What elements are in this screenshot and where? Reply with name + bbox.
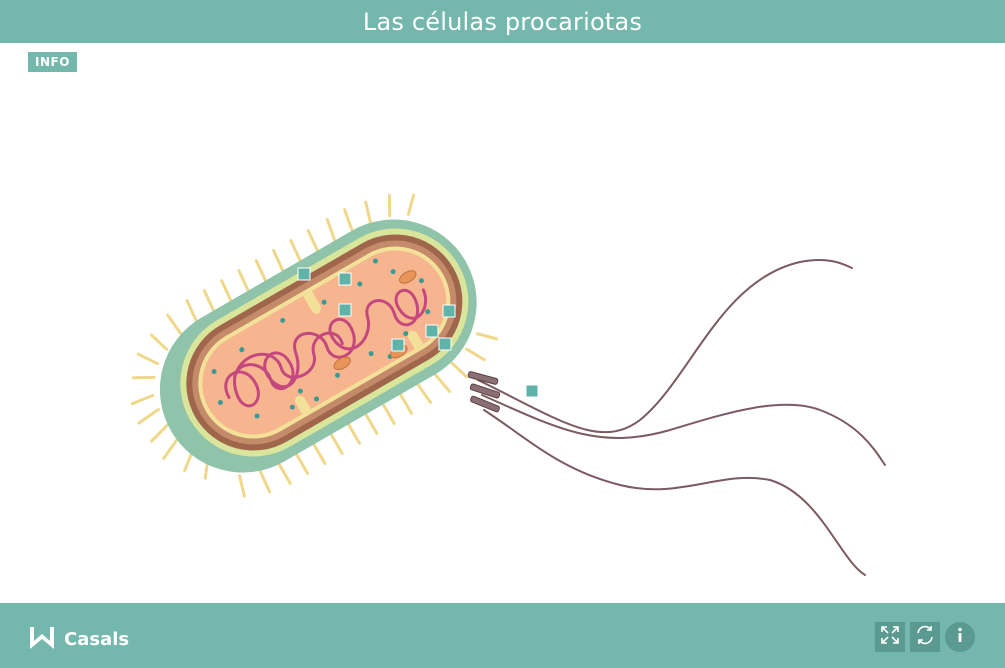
hotspots xyxy=(297,267,539,398)
hotspot-membrane[interactable] xyxy=(442,304,456,318)
expand-arrows-icon xyxy=(880,625,900,650)
ribosomes xyxy=(211,258,431,419)
hotspot-inclusion[interactable] xyxy=(438,337,452,351)
pili xyxy=(130,193,499,498)
illustration-stage xyxy=(0,43,1005,603)
info-tag-button[interactable]: INFO xyxy=(28,52,77,72)
reset-button[interactable] xyxy=(910,622,940,652)
flagella xyxy=(477,258,886,576)
bacterium-illustration xyxy=(130,193,886,576)
control-buttons xyxy=(875,622,975,652)
info-icon xyxy=(950,625,970,650)
hotspot-ribosome[interactable] xyxy=(425,324,439,338)
refresh-icon xyxy=(914,624,936,651)
hotspot-cytoplasm[interactable] xyxy=(391,338,405,352)
hotspot-cell-wall[interactable] xyxy=(338,272,352,286)
brand: Casals xyxy=(28,623,129,656)
hotspot-flagellum[interactable] xyxy=(525,384,539,398)
fullscreen-button[interactable] xyxy=(875,622,905,652)
flagellar-motors xyxy=(467,371,501,413)
casals-logo-icon xyxy=(28,623,56,656)
brand-name: Casals xyxy=(64,629,130,650)
hotspot-capsule[interactable] xyxy=(297,267,311,281)
hotspot-nucleoid[interactable] xyxy=(338,303,352,317)
footer-bar: Casals xyxy=(0,603,1005,668)
header-bar: Las células procariotas xyxy=(0,0,1005,43)
page-title: Las células procariotas xyxy=(362,7,643,36)
nucleoid-dna xyxy=(224,288,428,408)
info-button[interactable] xyxy=(945,622,975,652)
